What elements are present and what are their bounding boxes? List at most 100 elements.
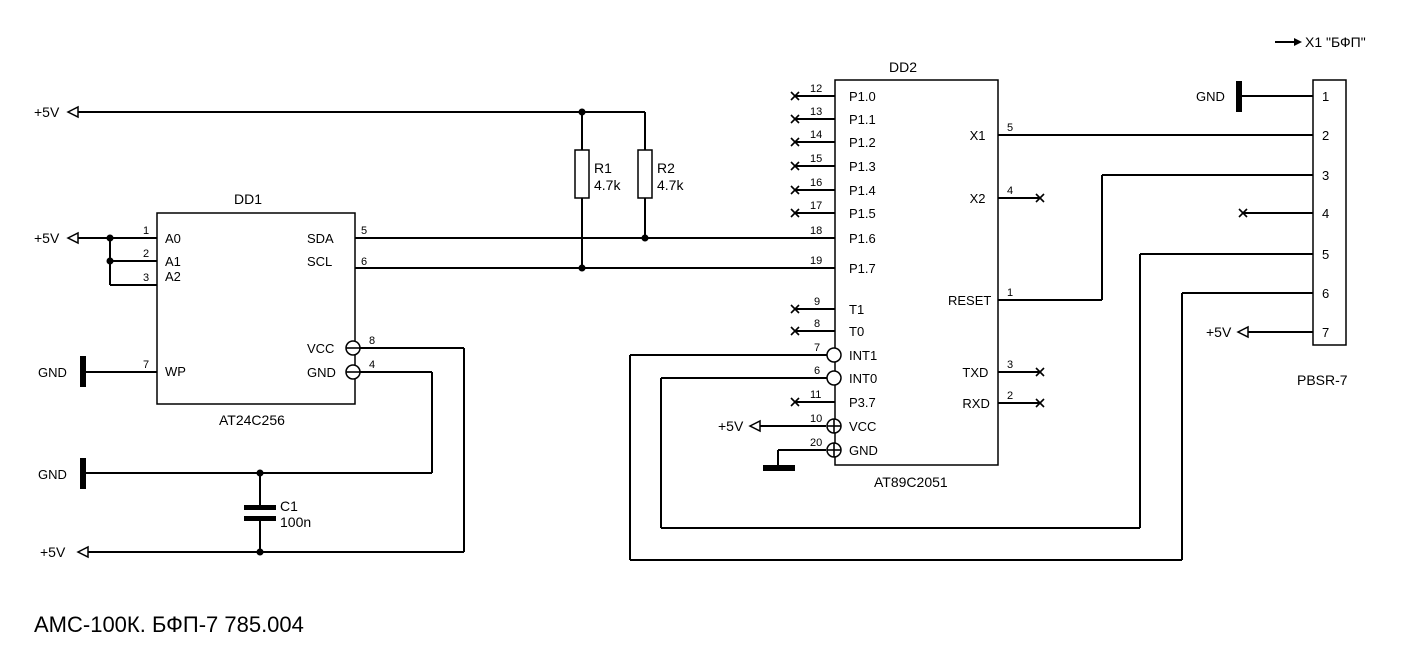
dd1-ref: DD1 xyxy=(234,191,262,207)
dd1-pin-num: 4 xyxy=(369,359,375,371)
dd2-pin-name: X1 xyxy=(970,128,986,143)
i2c-bus xyxy=(355,237,835,269)
connector-wiring: GND +5V xyxy=(629,81,1313,561)
no-connect-icon xyxy=(790,304,800,314)
dd1-pin-name: WP xyxy=(165,364,186,379)
dd2-pin-num: 18 xyxy=(810,225,822,237)
capacitor-plate xyxy=(244,516,276,521)
dd1-pin-name: SDA xyxy=(307,231,334,246)
dd1-pin-name: SCL xyxy=(307,254,332,269)
no-connect-icon xyxy=(790,114,800,124)
connector-part: PBSR-7 xyxy=(1297,372,1348,388)
arrow-left-icon xyxy=(748,419,761,433)
connector-ref: X1 "БФП" xyxy=(1305,34,1366,50)
dd2-pin-name: VCC xyxy=(849,419,876,434)
dd2-pin-num: 20 xyxy=(810,437,822,449)
inverted-pin-icon xyxy=(826,370,842,386)
connector-pin-num: 7 xyxy=(1322,325,1329,340)
dd1-part: AT24C256 xyxy=(219,412,285,428)
dd2-pin-name: RESET xyxy=(948,293,991,308)
connector-pin-num: 4 xyxy=(1322,206,1329,221)
gnd-label: GND xyxy=(38,365,67,380)
dd2-pin-num: 1 xyxy=(1007,287,1013,299)
dd2-pin-name: P1.5 xyxy=(849,206,876,221)
dd2-pin-num: 11 xyxy=(810,389,821,401)
arrow-right-icon xyxy=(1294,38,1302,46)
dd1-pin-name: GND xyxy=(307,365,336,380)
no-connect-icon xyxy=(790,208,800,218)
no-connect-icon xyxy=(790,185,800,195)
connector-pin-num: 6 xyxy=(1322,286,1329,301)
capacitor-c1: C1 100n xyxy=(244,498,311,530)
dd2-pin-name: P3.7 xyxy=(849,395,876,410)
dd2-pin-name: P1.2 xyxy=(849,135,876,150)
dd1-pin-num: 3 xyxy=(143,272,149,284)
r2-value: 4.7k xyxy=(657,177,684,193)
dd2-left-pins: P1.012P1.113P1.214P1.315P1.416P1.517P1.6… xyxy=(790,83,878,458)
dd2-pin-name: TXD xyxy=(962,365,988,380)
dd2-pin-name: T0 xyxy=(849,324,864,339)
dd2-ref: DD2 xyxy=(889,59,917,75)
dd2-pin-name: P1.4 xyxy=(849,183,876,198)
dd2-pin-name: P1.6 xyxy=(849,231,876,246)
dd1-power-wiring: GND +5V xyxy=(38,347,465,560)
dd1-pin-num: 2 xyxy=(143,248,149,260)
ground-icon xyxy=(80,356,86,387)
no-connect-icon xyxy=(790,326,800,336)
no-connect-icon xyxy=(1035,193,1045,203)
no-connect-icon xyxy=(790,397,800,407)
no-connect-icon xyxy=(790,137,800,147)
top-5v-rail: +5V xyxy=(34,104,645,120)
rail-label-plus5: +5V xyxy=(40,544,66,560)
inverted-pin-icon xyxy=(826,347,842,363)
rail-label-plus5: +5V xyxy=(34,230,60,246)
dd2-part: AT89C2051 xyxy=(874,474,948,490)
connector-pin-num: 5 xyxy=(1322,247,1329,262)
gnd-label: GND xyxy=(38,467,67,482)
rail-label-plus5: +5V xyxy=(718,418,744,434)
dd2-pin-num: 17 xyxy=(810,200,822,212)
dd2-pin-num: 8 xyxy=(814,318,820,330)
no-connect-icon xyxy=(790,161,800,171)
dd2-pin-num: 4 xyxy=(1007,185,1013,197)
chip-dd2: DD2 AT89C2051 xyxy=(834,59,999,490)
r1-ref: R1 xyxy=(594,160,612,176)
no-connect-icon xyxy=(1035,367,1045,377)
dd2-pin-num: 13 xyxy=(810,106,822,118)
dd2-pin-num: 5 xyxy=(1007,122,1013,134)
dd1-pin-num: 6 xyxy=(361,256,367,268)
resistor-r2: R2 4.7k xyxy=(637,112,684,242)
c1-value: 100n xyxy=(280,514,311,530)
resistor-r1: R1 4.7k xyxy=(574,112,621,272)
r1-value: 4.7k xyxy=(594,177,621,193)
no-connect-icon xyxy=(1035,398,1045,408)
chip-dd1: DD1 AT24C256 A0 A1 A2 WP 1 2 3 7 SDA SCL… xyxy=(143,191,375,428)
dd2-pin-name: P1.0 xyxy=(849,89,876,104)
dd2-pin-name: INT0 xyxy=(849,371,877,386)
dd1-pin-num: 1 xyxy=(143,225,149,237)
connector-pin-num: 3 xyxy=(1322,168,1329,183)
dd1-address-wiring: +5V xyxy=(34,230,157,286)
dd1-pin-num: 8 xyxy=(369,335,375,347)
c1-ref: C1 xyxy=(280,498,298,514)
ground-icon xyxy=(80,458,86,489)
dd2-pin-name: P1.7 xyxy=(849,261,876,276)
dd1-wp-gnd: GND xyxy=(38,356,157,387)
dd2-pin-num: 6 xyxy=(814,365,820,377)
dd2-pin-name: T1 xyxy=(849,302,864,317)
dd2-pin-num: 19 xyxy=(810,255,822,267)
dd1-pin-name: A1 xyxy=(165,254,181,269)
dd1-pin-name: A2 xyxy=(165,269,181,284)
connector-pin-num: 2 xyxy=(1322,128,1329,143)
dd2-pin-num: 15 xyxy=(810,153,822,165)
rail-label-plus5: +5V xyxy=(34,104,60,120)
drawing-title: АМС-100К. БФП-7 785.004 xyxy=(34,612,304,637)
rail-label-plus5: +5V xyxy=(1206,324,1232,340)
dd2-pin-name: GND xyxy=(849,443,878,458)
dd2-power: +5V xyxy=(718,418,826,471)
arrow-left-icon xyxy=(76,545,89,559)
dd2-pin-name: RXD xyxy=(962,396,989,411)
ground-icon xyxy=(763,465,795,471)
connector-x1: PBSR-7 X1 "БФП" xyxy=(1275,34,1366,388)
